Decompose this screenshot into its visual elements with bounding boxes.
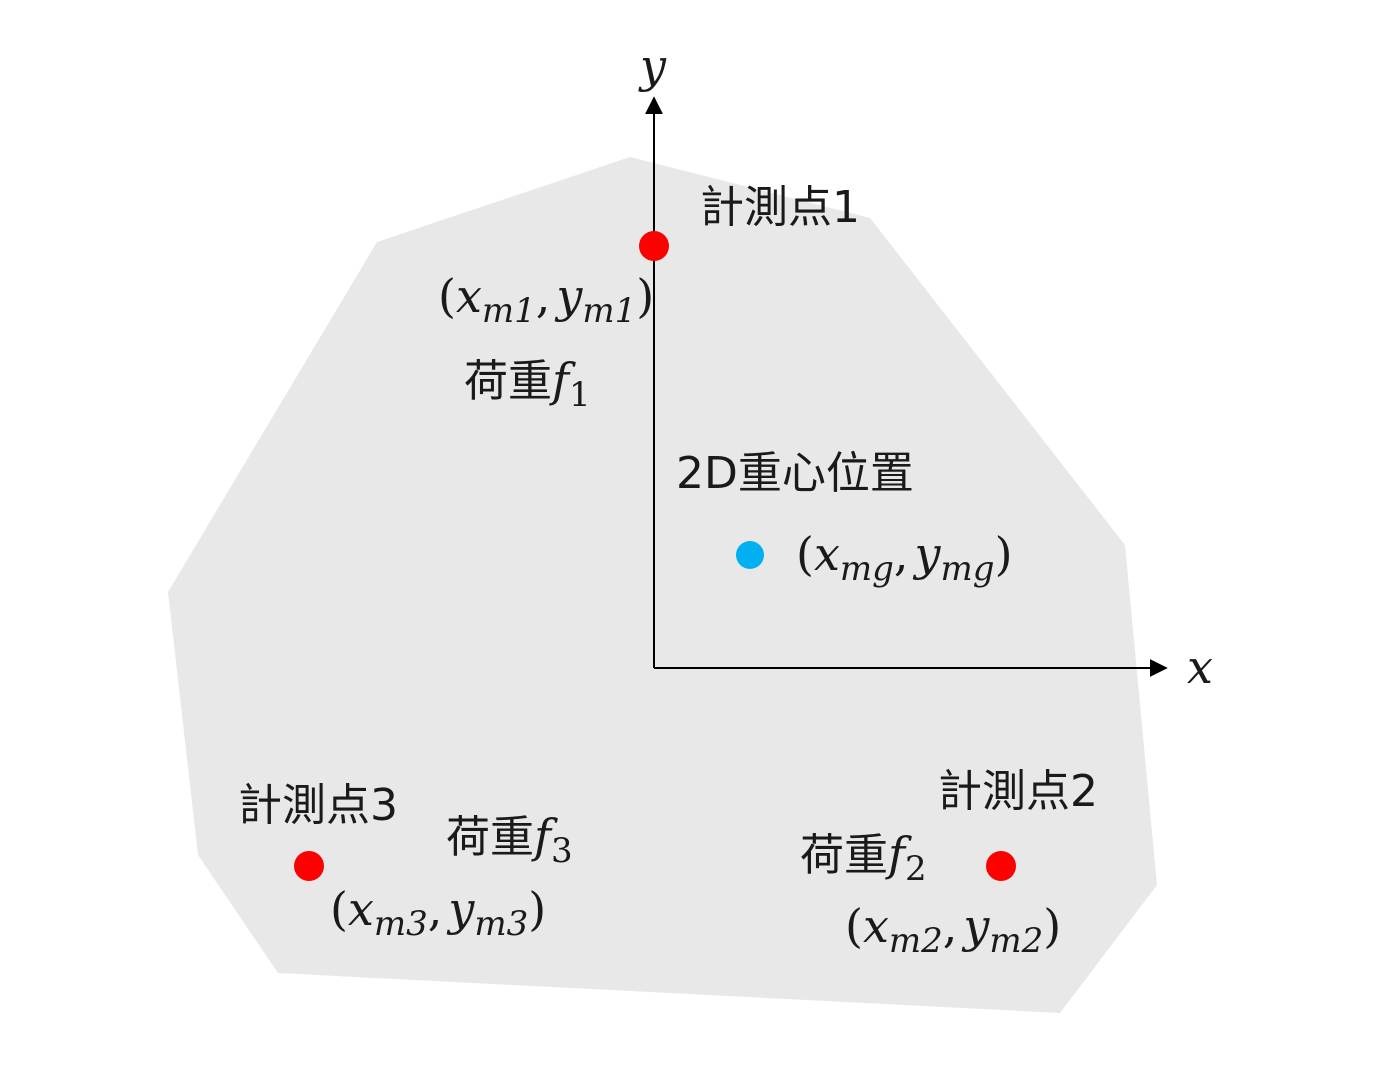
plate-region: [168, 157, 1157, 1013]
measurement-point-2-coords: (xm2,ym2): [845, 899, 1061, 961]
measurement-point-1-coords: (xm1,ym1): [438, 269, 654, 331]
load-2-label: 荷重f2: [800, 827, 927, 889]
measurement-point-1-marker: [639, 231, 669, 261]
y-axis-label: y: [638, 39, 667, 93]
measurement-point-3-label: 計測点3: [238, 780, 398, 831]
cog-marker: [736, 541, 764, 569]
measurement-point-1-label: 計測点1: [700, 182, 860, 233]
measurement-point-2-label: 計測点2: [938, 766, 1098, 817]
measurement-point-3-marker: [294, 851, 324, 881]
x-axis-label: x: [1187, 640, 1213, 694]
load-1-label: 荷重f1: [464, 353, 591, 415]
cog-coords: (xmg,ymg): [796, 527, 1013, 589]
load-3-label: 荷重f3: [446, 809, 573, 871]
measurement-point-3-coords: (xm3,ym3): [330, 882, 546, 944]
measurement-point-2-marker: [986, 851, 1016, 881]
cog-label: 2D重心位置: [676, 448, 914, 499]
